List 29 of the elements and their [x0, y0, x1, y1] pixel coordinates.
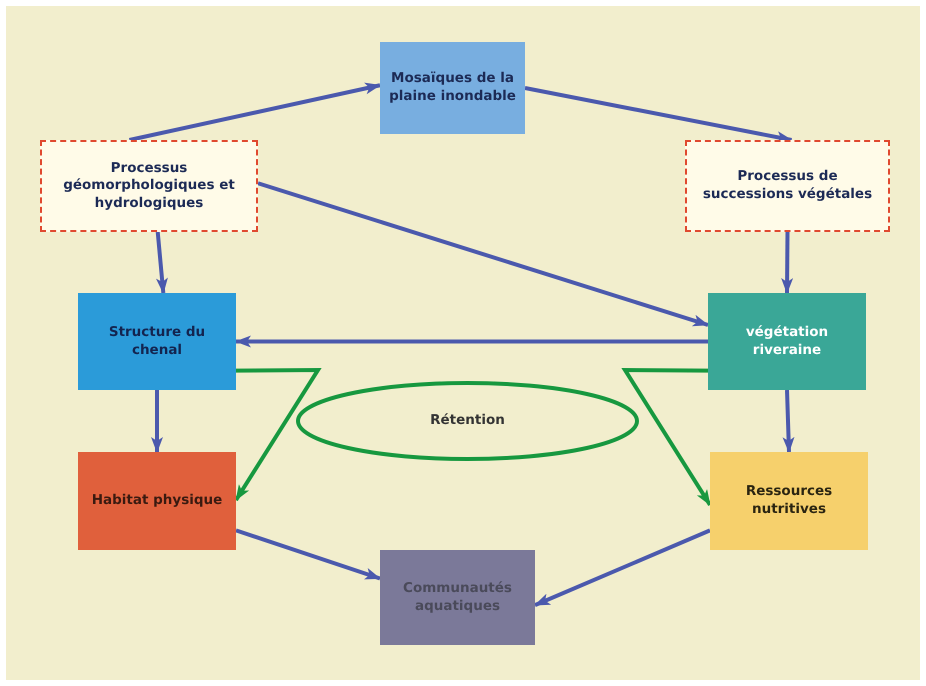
process-box [708, 293, 866, 390]
node-label: Communautés aquatiques [402, 578, 513, 616]
retention-ellipse [295, 380, 640, 462]
dashed-process-box [685, 140, 890, 232]
process-box [710, 452, 868, 550]
arrow [781, 232, 794, 294]
arrow [235, 336, 708, 348]
node-label: Mosaïques de la plaine inondable [388, 69, 517, 106]
arrow [235, 528, 381, 580]
node-label: végétation riveraine [744, 322, 830, 360]
arrow [156, 232, 168, 294]
node-label: Processus géomorphologiques et hydrologiques [62, 158, 236, 213]
process-box [380, 42, 525, 134]
node-label: Ressources nutritives [744, 482, 834, 519]
arrow [782, 390, 795, 453]
arrow [151, 390, 163, 453]
process-box [78, 452, 236, 550]
node-label: Habitat physique [90, 491, 224, 510]
arrow [234, 368, 322, 502]
node-label: Processus de successions végétales [702, 167, 874, 204]
dashed-process-box [40, 140, 258, 232]
arrow [257, 181, 709, 327]
node-label: Structure du chenal [108, 322, 206, 360]
node-label: Rétention [429, 411, 506, 430]
arrow [128, 82, 381, 142]
process-box [78, 293, 236, 390]
arrow [621, 368, 712, 506]
arrow [534, 528, 711, 607]
process-box [380, 550, 535, 645]
